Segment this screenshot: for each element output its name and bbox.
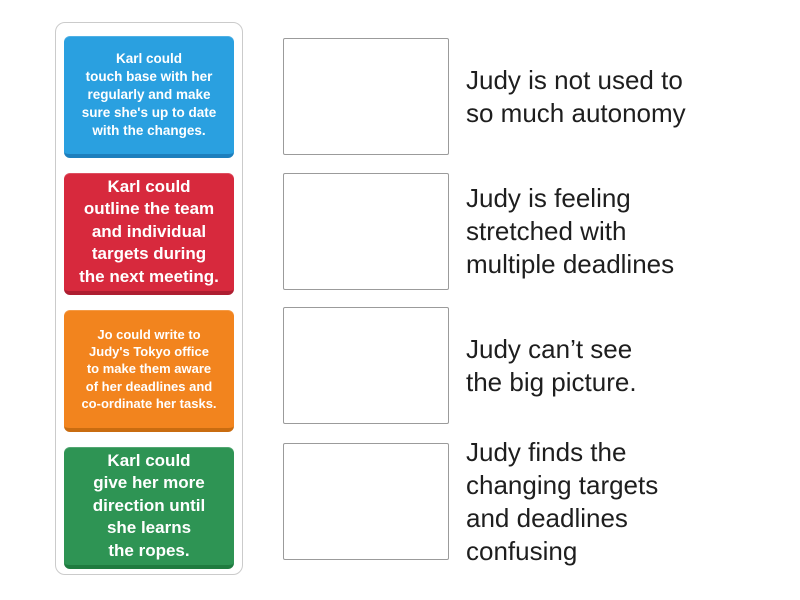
drop-zone-1[interactable] — [283, 38, 449, 155]
drop-zone-3[interactable] — [283, 307, 449, 424]
match-row-4: Judy finds the changing targets and dead… — [283, 437, 800, 566]
match-card-3-text: Jo could write to Judy's Tokyo office to… — [81, 327, 217, 411]
answer-text-4: Judy finds the changing targets and dead… — [466, 436, 659, 566]
match-card-1[interactable]: Karl could touch base with her regularly… — [64, 36, 234, 158]
answer-text-2: Judy is feeling stretched with multiple … — [466, 183, 675, 279]
answer-text-1: Judy is not used to so much autonomy — [466, 64, 686, 128]
match-card-1-text: Karl could touch base with her regularly… — [81, 51, 217, 138]
match-card-2-text: Karl could outline the team and individu… — [79, 176, 219, 286]
match-row-2: Judy is feeling stretched with multiple … — [283, 173, 800, 290]
match-card-3[interactable]: Jo could write to Judy's Tokyo office to… — [64, 310, 234, 432]
match-row-3: Judy can’t see the big picture. — [283, 307, 800, 424]
drop-zone-2[interactable] — [283, 173, 449, 290]
cards-panel: Karl could touch base with her regularly… — [55, 22, 243, 575]
match-row-1: Judy is not used to so much autonomy — [283, 38, 800, 155]
match-card-4-text: Karl could give her more direction until… — [92, 450, 206, 560]
match-card-2[interactable]: Karl could outline the team and individu… — [64, 173, 234, 295]
match-card-4[interactable]: Karl could give her more direction until… — [64, 447, 234, 569]
drop-zone-4[interactable] — [283, 443, 449, 560]
answer-text-3: Judy can’t see the big picture. — [466, 333, 637, 397]
